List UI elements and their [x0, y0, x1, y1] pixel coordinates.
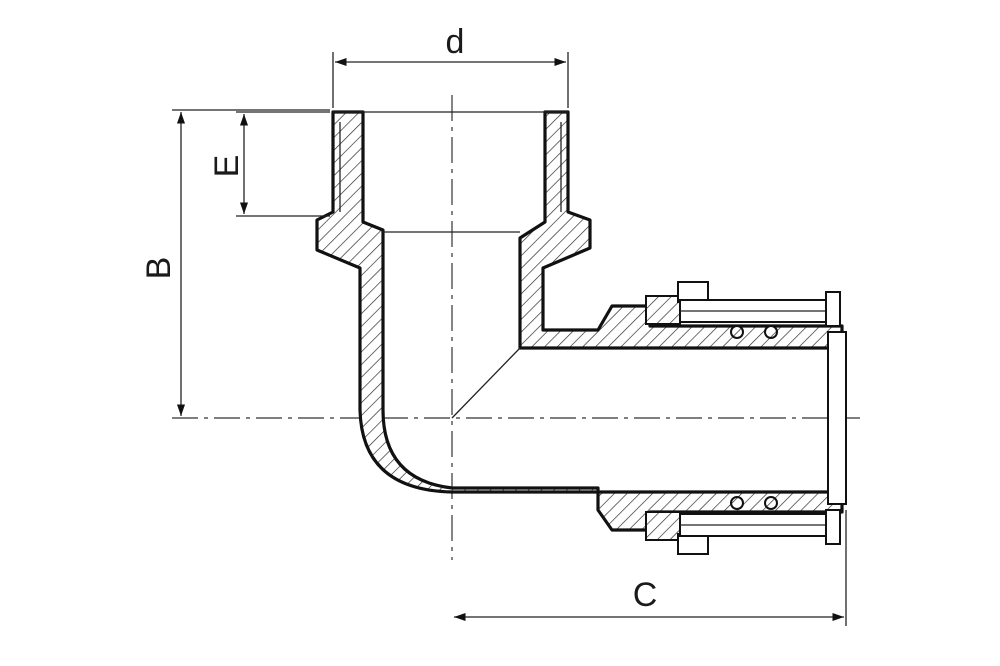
press-sleeve-bottom	[645, 496, 841, 555]
dimension-b: B	[140, 109, 330, 416]
o-ring-top-2	[764, 325, 778, 339]
right-wall-section	[518, 110, 844, 350]
label-c: C	[633, 576, 658, 614]
label-e: E	[208, 155, 246, 178]
label-d: d	[446, 23, 465, 61]
sleeve-collar-bottom	[645, 511, 681, 541]
sleeve-lip-bottom	[825, 509, 841, 545]
dimension-e: E	[208, 111, 330, 217]
internal-chamfer	[451, 347, 521, 419]
o-ring-top-1	[730, 325, 744, 339]
pipe-end-ring	[827, 331, 847, 505]
dimension-c: C	[454, 510, 847, 626]
press-sleeve-top	[645, 281, 841, 339]
o-ring-bottom-2	[764, 496, 778, 510]
sleeve-collar-top	[645, 295, 681, 325]
center-lines	[172, 95, 860, 560]
dimension-d: d	[332, 23, 569, 108]
label-b: B	[140, 257, 178, 280]
sleeve-lip-top	[825, 291, 841, 327]
o-ring-bottom-1	[730, 496, 744, 510]
